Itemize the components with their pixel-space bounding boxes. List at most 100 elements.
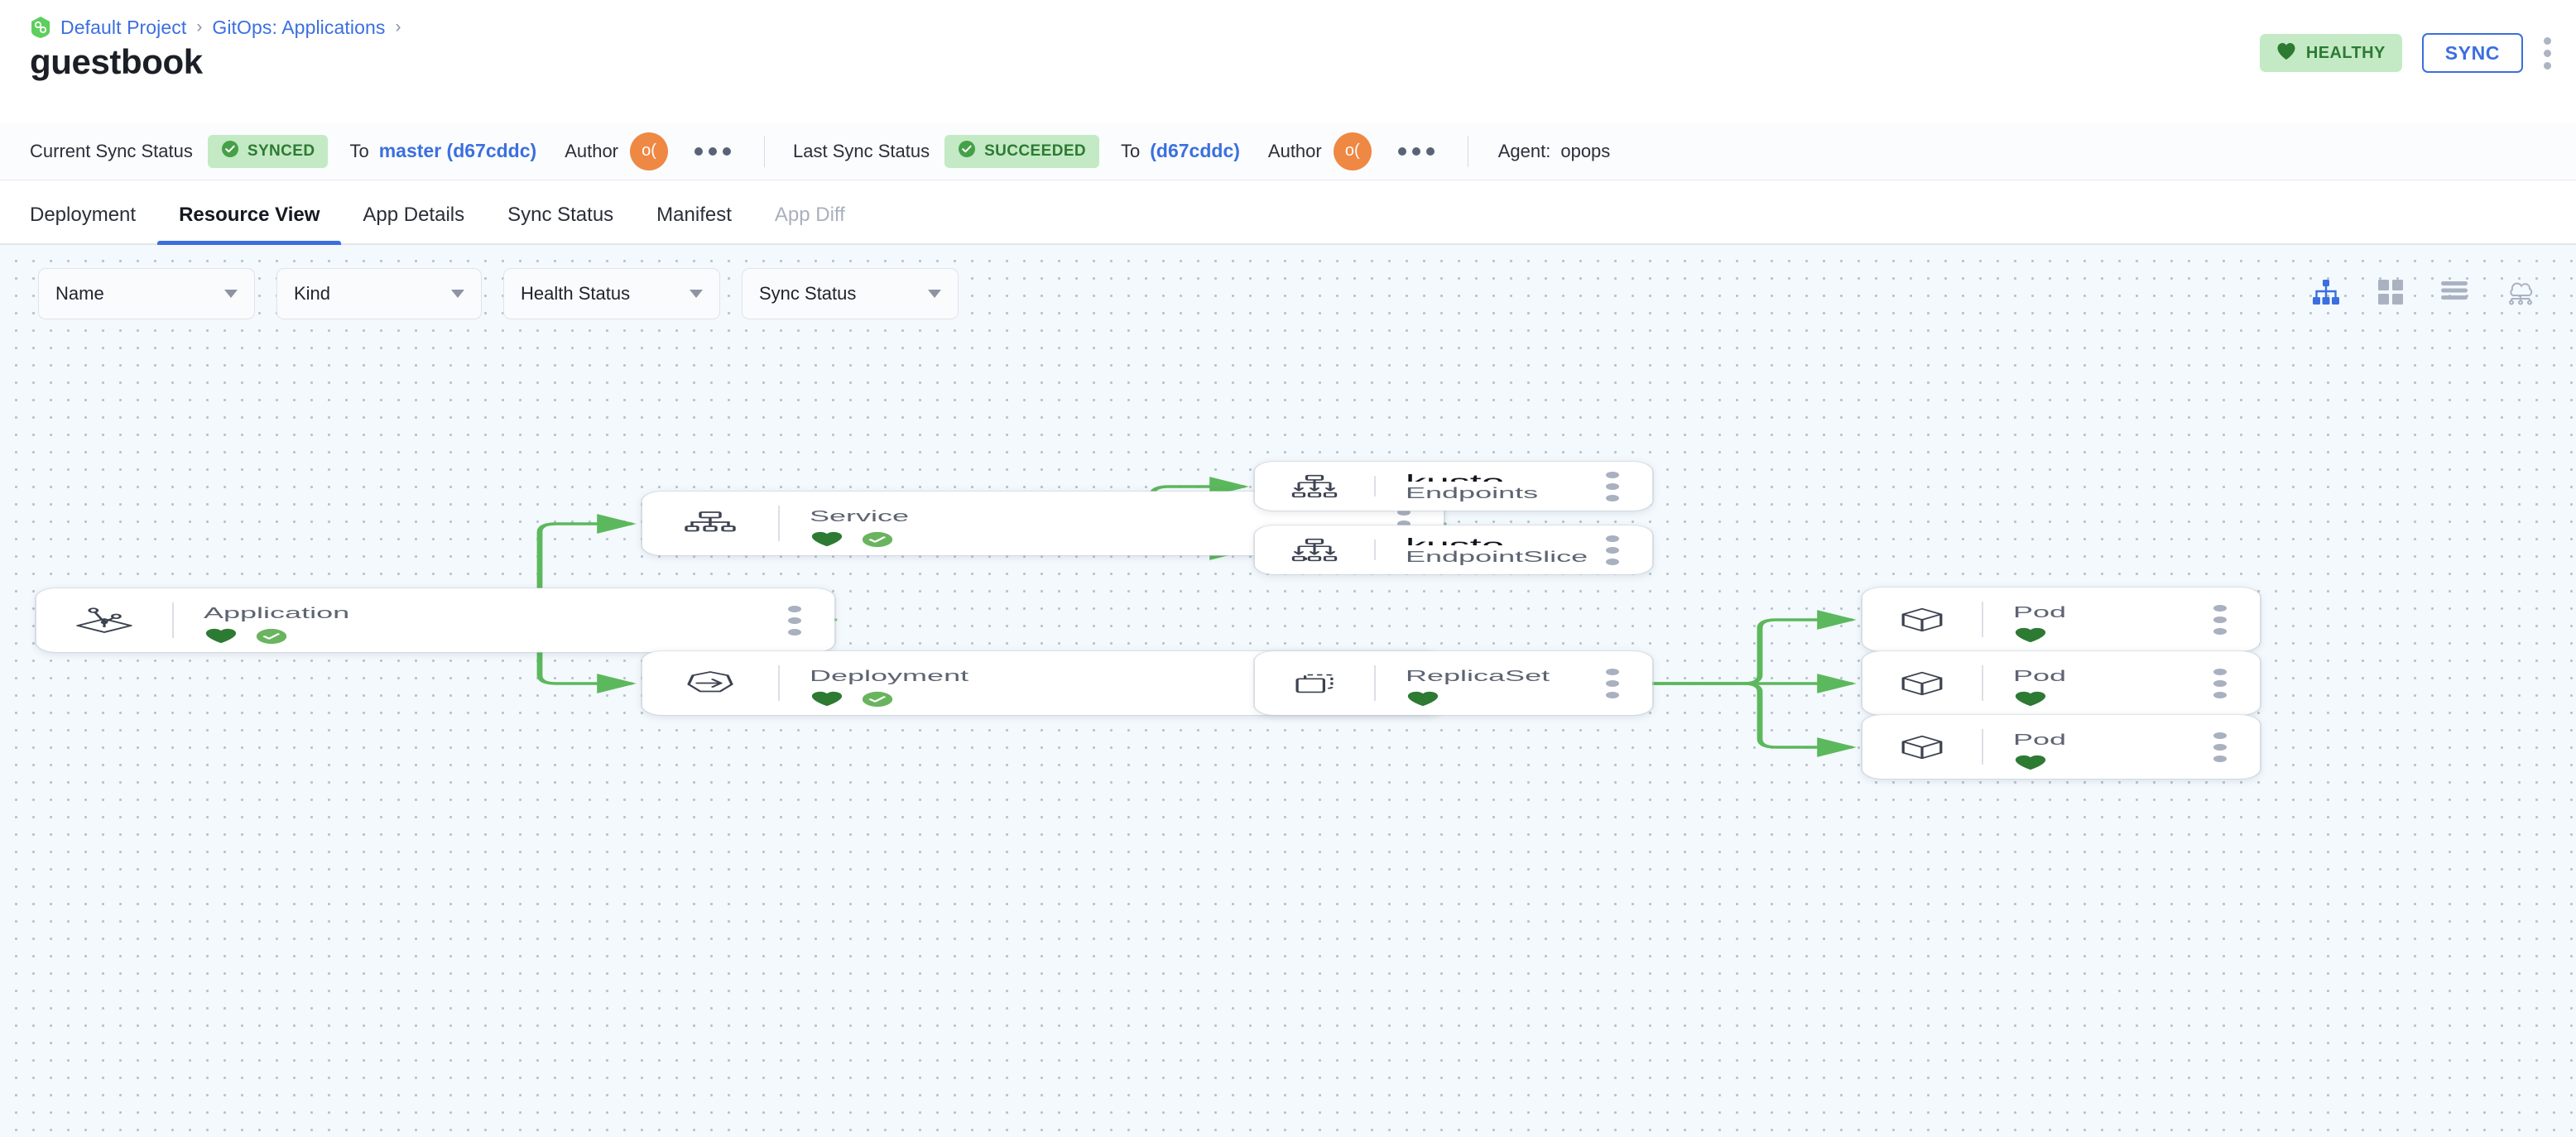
graph-node-application[interactable]: guestbook Application (36, 588, 834, 652)
heart-icon (2276, 42, 2296, 65)
grid-view-icon[interactable] (2377, 279, 2404, 309)
node-status-icons (2013, 691, 2180, 711)
current-author-avatar[interactable]: o( (630, 132, 669, 170)
graph-node-replicaset[interactable]: kustomize-guestbook-ui-… ReplicaSet (1255, 651, 1652, 715)
node-divider (1982, 602, 1983, 637)
tab-bar: Deployment Resource View App Details Syn… (0, 180, 2576, 245)
breadcrumb-item-project[interactable]: Default Project (60, 16, 187, 38)
network-view-icon[interactable] (2505, 279, 2535, 309)
health-heart-icon (2013, 691, 2048, 711)
app-header: Default Project › GitOps: Applications ›… (0, 0, 2576, 122)
filter-name-label: Name (55, 283, 104, 304)
application-icon (36, 588, 172, 652)
current-author-overflow-icon[interactable] (690, 142, 736, 161)
health-heart-icon (2013, 755, 2048, 775)
node-body: kustomize-guestbook-ui-… Pod (1983, 715, 2180, 779)
node-body: kustomize-guestbook-ui Service (780, 492, 1364, 555)
node-overflow-menu-icon[interactable] (1573, 525, 1652, 574)
graph-node-pod[interactable]: kustomize-guestbook-ui-… Pod (1862, 651, 2260, 715)
last-sync-status-badge: SUCCEEDED (944, 134, 1100, 168)
node-divider (778, 506, 780, 541)
last-author-avatar[interactable]: o( (1333, 132, 1372, 170)
sync-check-icon (255, 628, 288, 649)
sync-check-icon (861, 531, 894, 552)
tab-resource-view[interactable]: Resource View (157, 204, 342, 245)
node-status-icons (2013, 755, 2180, 775)
node-divider (172, 602, 174, 638)
node-body: kustomize-guestbook-ui Deployment (780, 651, 1364, 715)
current-revision-link[interactable]: master (d67cddc) (378, 140, 537, 161)
node-overflow-menu-icon[interactable] (2180, 651, 2260, 715)
pod-icon (1862, 651, 1982, 715)
node-title: kustomize-guestbook-ui-… (1406, 535, 1573, 545)
node-body: kustomize-guestbook-ui-… Pod (1983, 588, 2180, 651)
current-author-label: Author (565, 140, 619, 161)
node-status-icons (204, 628, 755, 649)
strip-divider-1 (764, 135, 766, 167)
node-body: kustomize-guestbook-ui-… EndpointSlice (1376, 525, 1588, 574)
chevron-down-icon (690, 290, 703, 298)
tab-sync-status[interactable]: Sync Status (507, 204, 614, 226)
tab-deployment[interactable]: Deployment (30, 204, 137, 226)
node-divider (1374, 665, 1376, 701)
replicaset-icon (1255, 651, 1374, 715)
node-kind: Deployment (810, 668, 969, 684)
node-overflow-menu-icon[interactable] (2180, 715, 2260, 779)
filter-kind-label: Kind (294, 283, 331, 304)
breadcrumb-item-applications[interactable]: GitOps: Applications (212, 16, 386, 38)
argo-project-icon (30, 16, 51, 39)
list-view-icon[interactable] (2440, 280, 2468, 309)
pod-icon (1862, 715, 1982, 779)
sync-check-icon (861, 691, 894, 712)
current-sync-status-text: SYNCED (247, 142, 315, 160)
node-overflow-menu-icon[interactable] (1573, 651, 1652, 715)
header-actions: HEALTHY SYNC (2259, 33, 2551, 73)
node-status-icons (810, 691, 1364, 712)
node-overflow-menu-icon[interactable] (755, 588, 834, 652)
tab-app-details[interactable]: App Details (363, 204, 465, 226)
node-body: kustomize-guestbook-ui-… ReplicaSet (1376, 651, 1573, 715)
last-author-overflow-icon[interactable] (1393, 142, 1439, 161)
health-badge-label: HEALTHY (2305, 43, 2386, 62)
sync-status-strip: Current Sync Status SYNCED To master (d6… (0, 122, 2576, 180)
node-kind: Service (810, 508, 910, 525)
header-overflow-menu-icon[interactable] (2543, 34, 2551, 73)
service-icon (642, 492, 778, 555)
filter-health-status-select[interactable]: Health Status (503, 268, 720, 319)
deployment-icon (642, 651, 778, 715)
tree-view-icon[interactable] (2311, 279, 2341, 309)
breadcrumb-separator-end: › (395, 17, 401, 36)
endpoints-icon (1255, 462, 1374, 511)
tab-manifest[interactable]: Manifest (656, 204, 732, 226)
current-to-label: To (349, 140, 369, 161)
graph-node-endpointslice[interactable]: kustomize-guestbook-ui-… EndpointSlice (1255, 525, 1652, 574)
resource-graph-canvas[interactable]: Name Kind Health Status Sync Status (0, 245, 2576, 1137)
filter-kind-select[interactable]: Kind (276, 268, 482, 319)
node-status-icons (810, 531, 1364, 552)
node-kind: EndpointSlice (1406, 549, 1588, 566)
check-circle-icon (221, 140, 239, 162)
filter-name-select[interactable]: Name (38, 268, 255, 319)
filter-health-status-label: Health Status (521, 283, 631, 304)
graph-node-pod[interactable]: kustomize-guestbook-ui-… Pod (1862, 588, 2260, 651)
tab-app-diff: App Diff (774, 204, 845, 226)
last-revision-link[interactable]: (d67cddc) (1150, 140, 1240, 161)
node-title: kustomize-guestbook-ui (1406, 471, 1573, 482)
node-status-icons (1406, 691, 1573, 711)
health-heart-icon (1406, 691, 1440, 711)
current-sync-status-label: Current Sync Status (30, 140, 193, 161)
graph-node-pod[interactable]: kustomize-guestbook-ui-… Pod (1862, 715, 2260, 779)
chevron-down-icon (928, 290, 941, 298)
page-title: guestbook (30, 42, 203, 81)
status-badge-health: HEALTHY (2259, 34, 2402, 72)
node-overflow-menu-icon[interactable] (1573, 462, 1652, 511)
sync-button[interactable]: SYNC (2421, 33, 2523, 73)
node-divider (1982, 729, 1983, 765)
filter-sync-status-select[interactable]: Sync Status (742, 268, 959, 319)
node-kind: ReplicaSet (1406, 668, 1550, 684)
graph-node-endpoints[interactable]: kustomize-guestbook-ui Endpoints (1255, 462, 1652, 511)
node-divider (1982, 665, 1983, 701)
node-overflow-menu-icon[interactable] (2180, 588, 2260, 651)
breadcrumb-separator: › (196, 17, 203, 36)
breadcrumb: Default Project › GitOps: Applications › (30, 0, 2546, 39)
